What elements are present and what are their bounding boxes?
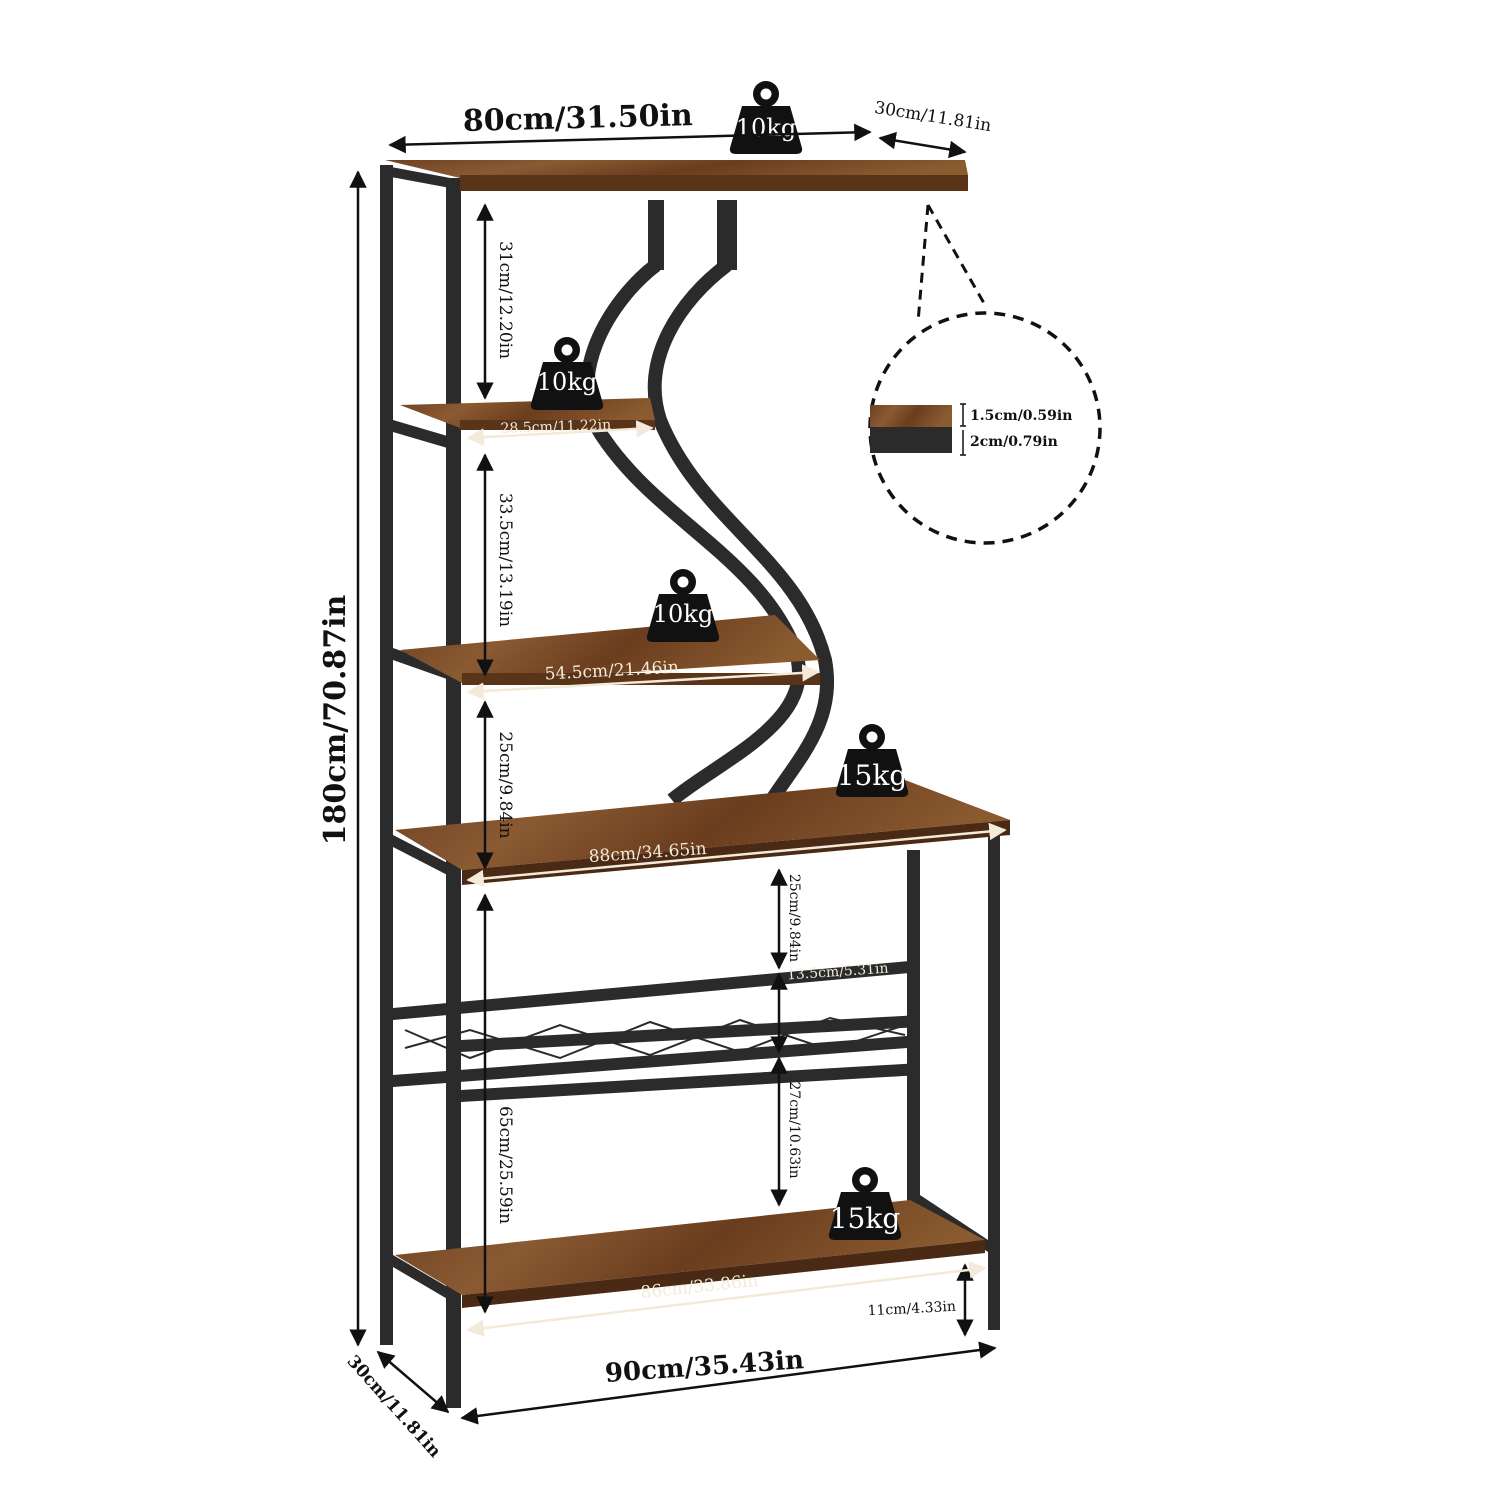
rack-height-label: 13.5cm/5.31in bbox=[786, 960, 889, 983]
curved-supports bbox=[580, 259, 834, 843]
wine-rack-lattice bbox=[404, 1016, 906, 1060]
shelf-width-lines bbox=[466, 420, 1007, 1337]
weight-icon: 15kg bbox=[828, 1167, 902, 1240]
rack-lower-gap-label: 27cm/10.63in bbox=[786, 1081, 802, 1178]
svg-text:10kg: 10kg bbox=[537, 368, 597, 396]
magnify-detail-circle: 1.5cm/0.59in 2cm/0.79in bbox=[868, 204, 1102, 545]
weight-icon: 10kg bbox=[646, 569, 720, 642]
top-width-label: 80cm/31.50in bbox=[462, 98, 693, 139]
weight-markers: 10kg 10kg 10kg 15kg 15kg bbox=[530, 81, 909, 1240]
frame-thickness-label: 2cm/0.79in bbox=[970, 434, 1058, 450]
floor-clearance-label: 11cm/4.33in bbox=[867, 1299, 956, 1320]
top-shelf bbox=[385, 160, 968, 178]
shelf1-gap-label: 31cm/12.20in bbox=[495, 241, 515, 359]
shelf2-width-label: 28.5cm/11.22in bbox=[500, 417, 611, 437]
weight-icon: 15kg bbox=[835, 724, 909, 797]
base-depth-label: 30cm/11.81in bbox=[343, 1352, 445, 1462]
shelf2-gap-label: 33.5cm/13.19in bbox=[495, 493, 515, 627]
svg-text:10kg: 10kg bbox=[653, 600, 713, 628]
lower-gap-label: 65cm/25.59in bbox=[495, 1106, 515, 1224]
top-depth-label: 30cm/11.81in bbox=[873, 98, 993, 136]
weight-icon: 10kg bbox=[729, 81, 803, 154]
svg-text:15kg: 15kg bbox=[830, 1202, 901, 1235]
weight-icon: 10kg bbox=[530, 337, 604, 410]
shelf3-gap-label: 25cm/9.84in bbox=[495, 731, 515, 838]
svg-text:10kg: 10kg bbox=[736, 114, 796, 142]
base-width-label: 90cm/35.43in bbox=[604, 1345, 805, 1389]
board-thickness-label: 1.5cm/0.59in bbox=[970, 408, 1072, 424]
svg-text:15kg: 15kg bbox=[837, 759, 908, 792]
total-height-label: 180cm/70.87in bbox=[318, 594, 353, 845]
rack-upper-gap-label: 25cm/9.84in bbox=[786, 874, 802, 962]
